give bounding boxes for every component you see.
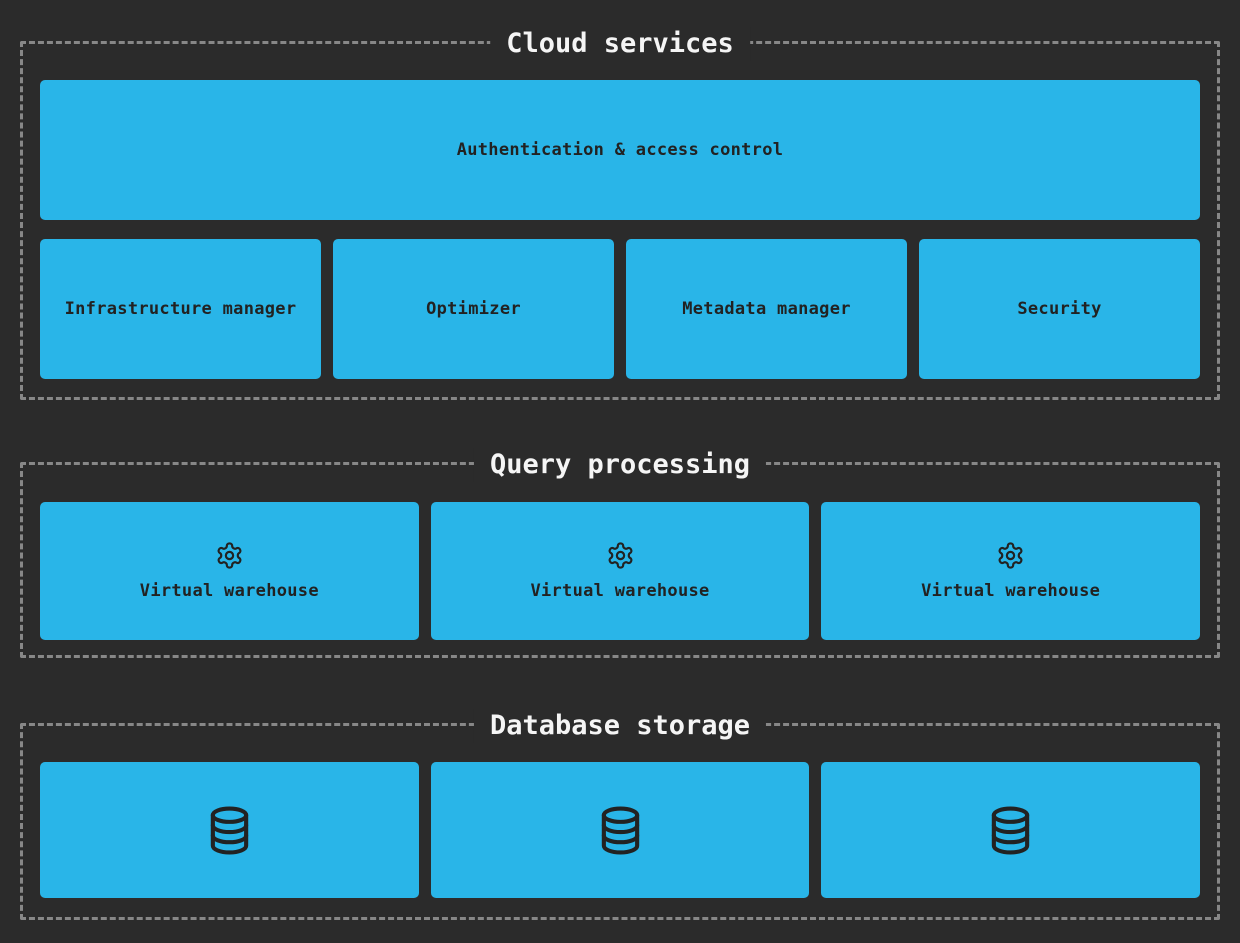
database-icon	[987, 805, 1034, 855]
security-box: Security	[919, 239, 1200, 379]
database-storage-row	[40, 762, 1201, 898]
metadata-manager-label: Metadata manager	[682, 299, 851, 319]
auth-access-control-label: Authentication & access control	[456, 140, 784, 160]
virtual-warehouse-label: Virtual warehouse	[530, 581, 710, 601]
infrastructure-manager-label: Infrastructure manager	[64, 299, 297, 319]
database-icon	[206, 805, 253, 855]
database-box	[821, 762, 1201, 898]
section-title-cloud-services: Cloud services	[490, 27, 750, 61]
section-title-database-storage: Database storage	[473, 709, 767, 743]
virtual-warehouse-box: Virtual warehouse	[821, 502, 1201, 640]
gear-icon	[217, 542, 242, 569]
database-box	[40, 762, 419, 898]
section-title-query-processing: Query processing	[473, 448, 767, 482]
virtual-warehouse-label: Virtual warehouse	[139, 581, 319, 601]
security-label: Security	[1017, 299, 1102, 319]
optimizer-label: Optimizer	[426, 299, 521, 319]
query-processing-row: Virtual warehouse Virtual warehouse Virt…	[40, 502, 1201, 640]
virtual-warehouse-box: Virtual warehouse	[430, 502, 810, 640]
virtual-warehouse-box: Virtual warehouse	[40, 502, 419, 640]
section-cloud-services: Cloud services Authentication & access c…	[20, 27, 1220, 400]
database-icon	[597, 805, 644, 855]
gear-icon	[998, 542, 1023, 569]
metadata-manager-box: Metadata manager	[626, 239, 907, 379]
virtual-warehouse-label: Virtual warehouse	[921, 581, 1101, 601]
infrastructure-manager-box: Infrastructure manager	[40, 239, 321, 379]
section-query-processing: Query processing Virtual warehouse Virtu…	[20, 448, 1220, 658]
cloud-services-row: Infrastructure manager Optimizer Metadat…	[40, 239, 1200, 379]
optimizer-box: Optimizer	[333, 239, 614, 379]
gear-icon	[608, 542, 632, 569]
database-box	[430, 762, 810, 898]
section-database-storage: Database storage	[20, 709, 1220, 920]
auth-access-control-box: Authentication & access control	[40, 80, 1200, 220]
